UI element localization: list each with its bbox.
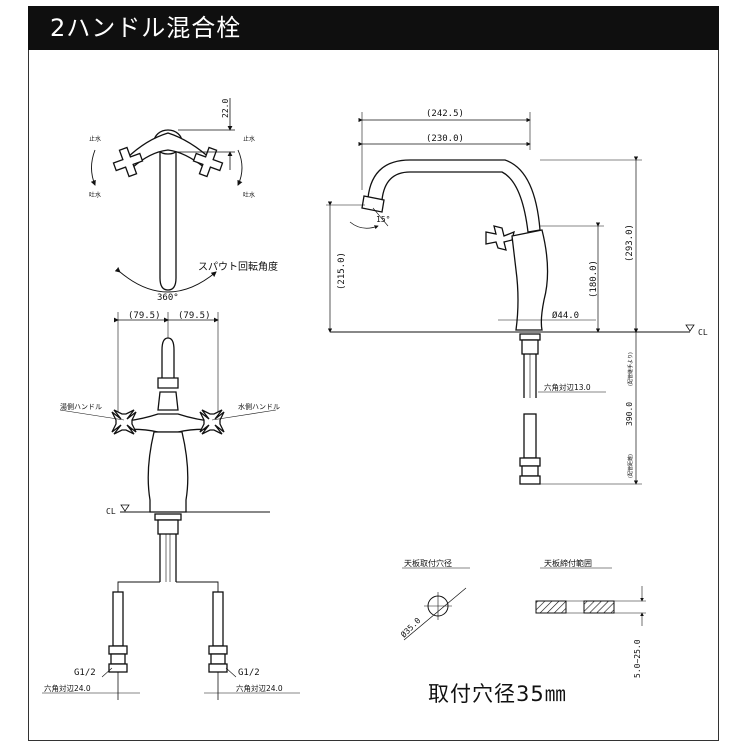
side-dim-180: (180.0) [589, 260, 599, 298]
hot-stop-label: 止水 [89, 135, 101, 143]
front-view [42, 312, 300, 700]
side-dim-293: (293.0) [625, 224, 635, 262]
hot-flow-label: 吐水 [89, 191, 101, 199]
front-thread-right: G1/2 [238, 668, 260, 678]
cold-handle-top [192, 146, 224, 178]
side-dim-215: (215.0) [337, 252, 347, 290]
hot-handle-top [112, 146, 144, 178]
side-dim-390-prefix: (配管距離) [627, 454, 634, 478]
front-cl-label: CL [106, 507, 116, 516]
side-dim-242: (242.5) [426, 109, 464, 119]
side-hex-13: 六角対辺13.0 [544, 382, 591, 392]
side-angle: 15° [376, 215, 390, 224]
top-dim-height: 22.0 [221, 99, 230, 118]
front-hex-right: 六角対辺24.0 [236, 683, 283, 693]
front-dim-left: (79.5) [128, 311, 161, 321]
cold-handle-front [199, 409, 225, 435]
hot-handle-front [111, 409, 137, 435]
range-value: 5.0~25.0 [633, 639, 642, 678]
cold-handle-label: 水側ハンドル [238, 402, 280, 411]
drawing-frame [28, 6, 719, 741]
front-thread-left: G1/2 [74, 668, 96, 678]
range-detail-label: 天板締付範囲 [544, 558, 592, 568]
spout-rotation-label: スパウト回転角度 [198, 260, 278, 273]
side-dim-230: (230.0) [426, 134, 464, 144]
side-dim-390-note: (配管継手より) [627, 352, 634, 386]
hole-detail [402, 567, 470, 641]
hot-handle-label: 湯側ハンドル [60, 402, 102, 411]
front-dim-right: (79.5) [178, 311, 211, 321]
top-spout-shape [159, 140, 177, 291]
range-detail [535, 567, 646, 626]
front-hex-left: 六角対辺24.0 [44, 683, 91, 693]
title-bar: 2ハンドル混合栓 [28, 6, 719, 50]
cold-flow-label: 吐水 [243, 191, 255, 199]
side-dim-390: 390.0 [625, 402, 634, 426]
top-view [90, 98, 243, 293]
hole-detail-label: 天板取付穴径 [404, 558, 452, 568]
side-cl-label: CL [698, 328, 708, 337]
page-title: 2ハンドル混合栓 [50, 14, 242, 42]
side-view [326, 112, 695, 485]
hole-size-label: 取付穴径35㎜ [428, 682, 567, 706]
side-diameter: Ø44.0 [552, 310, 579, 321]
rotation-angle: 360° [157, 293, 179, 303]
cold-stop-label: 止水 [243, 135, 255, 143]
